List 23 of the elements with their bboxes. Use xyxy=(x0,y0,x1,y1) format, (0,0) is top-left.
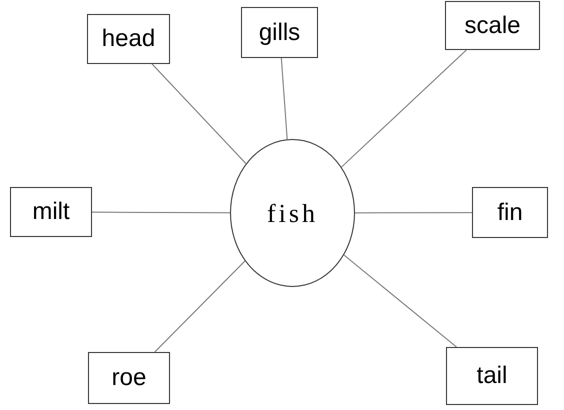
label-box xyxy=(446,347,538,405)
label-box xyxy=(472,187,548,238)
label-box xyxy=(241,7,318,58)
node-label: milt xyxy=(32,197,70,227)
connector-line xyxy=(343,254,457,348)
node-label: fin xyxy=(497,198,523,228)
connector-line xyxy=(354,212,472,214)
connector-line xyxy=(280,58,288,140)
node-label: gills xyxy=(258,18,300,48)
connector-line xyxy=(341,50,467,168)
node-label: scale xyxy=(464,10,521,40)
label-box xyxy=(87,14,170,64)
node-label: fish xyxy=(267,198,318,230)
label-box xyxy=(445,1,540,50)
node-label: roe xyxy=(112,363,146,393)
connector-line xyxy=(152,64,246,164)
ellipse-node xyxy=(230,139,355,287)
connector-line xyxy=(154,260,246,352)
label-box xyxy=(88,352,170,404)
node-label: tail xyxy=(476,361,508,391)
label-box xyxy=(10,187,92,237)
connector-line xyxy=(92,212,230,214)
node-label: head xyxy=(102,24,156,54)
